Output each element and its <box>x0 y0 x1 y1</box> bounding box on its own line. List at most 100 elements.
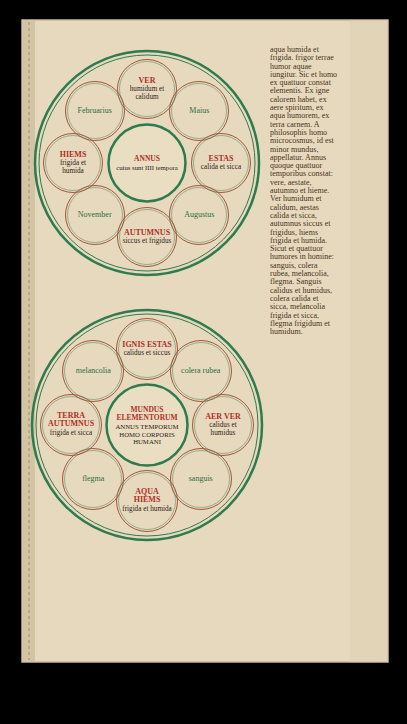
circle-heading: AQUA HIEMS <box>122 488 172 505</box>
circle-heading: ESTAS <box>197 155 246 163</box>
upper-rota <box>35 51 259 275</box>
center-circle: ANNUScuius sunt IIII tempora <box>107 123 187 203</box>
ring-outline <box>192 134 251 193</box>
outer-ring <box>35 51 259 275</box>
text-group: Augustus <box>175 211 224 219</box>
circle-note: calida et sicca <box>197 164 246 172</box>
circle-note: humidum et calidum <box>123 86 172 101</box>
circle-note: frigida et humida <box>49 160 98 175</box>
circle-heading: sanguis <box>176 475 226 483</box>
ring-circle: Maius <box>169 81 229 141</box>
ring-outline <box>170 448 231 509</box>
text-group: HIEMSfrigida et humida <box>49 151 98 176</box>
circle-note: cuius sunt IIII tempora <box>115 164 180 171</box>
center-outline <box>107 385 188 466</box>
ring-circle: AUTUMNUSsiccus et frigidus <box>117 207 177 267</box>
circle-note: frigida et humida <box>122 506 172 514</box>
text-group: AQUA HIEMSfrigida et humida <box>122 488 172 513</box>
text-group: colera rubea <box>176 367 226 375</box>
outer-ring <box>39 55 255 271</box>
text-group: AER VERcalidus et humidus <box>198 413 248 438</box>
circle-note: siccus et frigidus <box>123 238 172 246</box>
ring-circle: sanguis <box>170 448 232 510</box>
ring-circle: Augustus <box>169 185 229 245</box>
circle-heading: Augustus <box>175 211 224 219</box>
ring-outline <box>65 81 124 140</box>
lower-rota <box>32 310 262 540</box>
ring-circle: VERhumidum et calidum <box>117 59 177 119</box>
ring-outline <box>170 81 229 140</box>
ring-outline <box>117 471 178 532</box>
text-column: aqua humida et frigida. frigor terrae hu… <box>270 46 338 336</box>
ring-circle: Februarius <box>65 81 125 141</box>
ring-outline <box>44 134 103 193</box>
ring-outline <box>43 397 100 454</box>
text-group: Februarius <box>70 106 119 114</box>
circle-note: ANNUS TEMPORUM <box>113 422 181 429</box>
binding-strip <box>22 20 35 662</box>
ring-circle: IGNIS ESTAScalidus et siccus <box>116 318 178 380</box>
text-group: VERhumidum et calidum <box>123 77 172 102</box>
text-group: melancolia <box>68 367 118 375</box>
ring-outline <box>120 210 175 265</box>
circle-heading: HIEMS <box>49 151 98 159</box>
ring-outline <box>119 321 176 378</box>
circle-heading: VER <box>123 77 172 85</box>
ring-outline <box>194 136 249 191</box>
ring-outline <box>172 450 229 507</box>
circle-heading: November <box>70 211 119 219</box>
ring-outline <box>46 136 101 191</box>
ring-circle: TERRA AUTUMNUSfrigida et sicca <box>40 394 102 456</box>
ring-outline <box>65 450 122 507</box>
circle-heading: Februarius <box>70 106 119 114</box>
circle-note: frigida et sicca <box>46 430 96 438</box>
ring-outline <box>170 186 229 245</box>
ring-outline <box>170 341 231 402</box>
outer-ring <box>32 310 262 540</box>
ring-outline <box>63 341 124 402</box>
ring-circle: AQUA HIEMSfrigida et humida <box>116 470 178 532</box>
text-group: Maius <box>175 106 224 114</box>
ring-circle: AER VERcalidus et humidus <box>192 394 254 456</box>
ring-circle: melancolia <box>62 340 124 402</box>
circle-heading: colera rubea <box>176 367 226 375</box>
ring-outline <box>67 188 122 243</box>
ring-outline <box>118 60 177 119</box>
text-group: November <box>70 211 119 219</box>
ring-outline <box>120 62 175 117</box>
text-group: AUTUMNUSsiccus et frigidus <box>123 229 172 246</box>
ring-outline <box>172 188 227 243</box>
text-group: ESTAScalida et sicca <box>197 155 246 172</box>
circle-heading: Maius <box>175 106 224 114</box>
center-outline <box>109 125 186 202</box>
circle-heading: flegma <box>68 475 118 483</box>
ring-outline <box>119 473 176 530</box>
circle-heading: MUNDUS ELEMENTORUM <box>113 406 181 422</box>
text-group: MUNDUS ELEMENTORUMANNUS TEMPORUMHOMO COR… <box>113 406 181 445</box>
ring-outline <box>65 343 122 400</box>
text-group: ANNUScuius sunt IIII tempora <box>115 155 180 171</box>
ring-circle: colera rubea <box>170 340 232 402</box>
circle-note: calidus et siccus <box>122 350 172 358</box>
ring-circle: November <box>65 185 125 245</box>
text-group: TERRA AUTUMNUSfrigida et sicca <box>46 412 96 437</box>
parchment <box>22 20 388 662</box>
circle-heading: TERRA AUTUMNUS <box>46 412 96 429</box>
circle-outline <box>107 123 187 203</box>
ring-circle: HIEMSfrigida et humida <box>43 133 103 193</box>
circle-heading: IGNIS ESTAS <box>122 341 172 349</box>
ring-outline <box>172 83 227 138</box>
center-circle: MUNDUS ELEMENTORUMANNUS TEMPORUMHOMO COR… <box>105 383 189 467</box>
circle-note: HOMO CORPORIS HUMANI <box>113 430 181 444</box>
ring-outline <box>172 343 229 400</box>
ring-outline <box>67 83 122 138</box>
binding-stitch <box>29 22 30 660</box>
circle-heading: ANNUS <box>115 155 180 163</box>
ring-outline <box>193 395 254 456</box>
ring-outline <box>63 448 124 509</box>
ring-outline <box>41 395 102 456</box>
circle-heading: AER VER <box>198 413 248 421</box>
ring-circle: ESTAScalida et sicca <box>191 133 251 193</box>
